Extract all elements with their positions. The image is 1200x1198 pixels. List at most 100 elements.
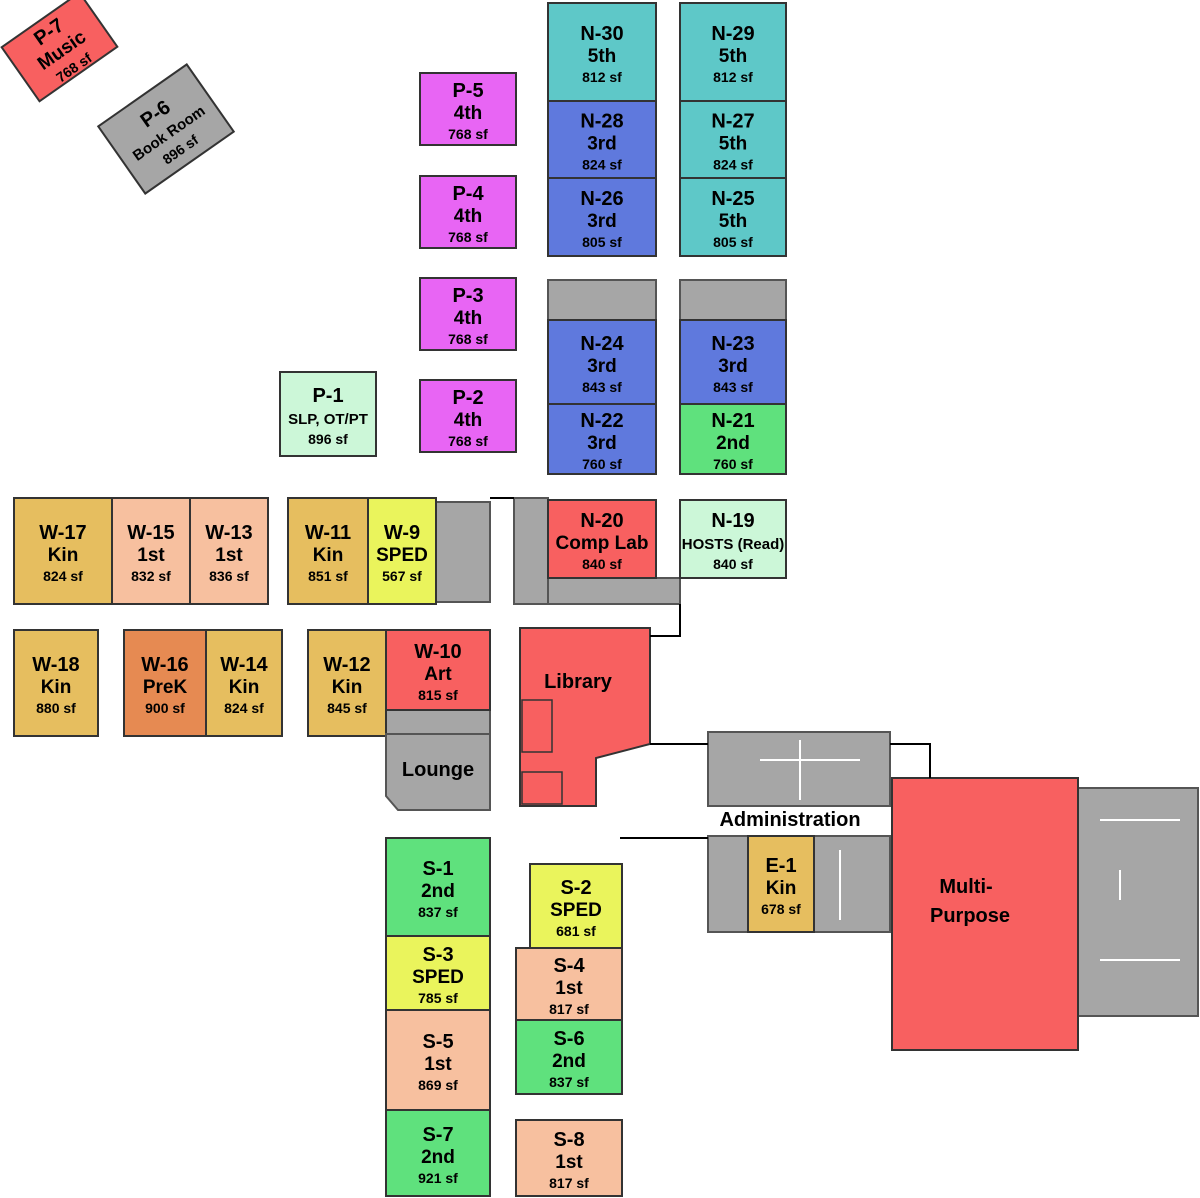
room-n19-sf: 840 sf	[713, 556, 753, 572]
room-w9-shape	[367, 497, 437, 605]
room-n20-sub: Comp Lab	[556, 533, 649, 554]
room-w10-shape	[385, 629, 491, 711]
room-n20-sf: 840 sf	[582, 556, 622, 572]
room-p3-sub: 4th	[454, 308, 483, 329]
room-p1-shape	[279, 371, 377, 457]
multipurpose-area[interactable]: Multi- Purpose	[891, 777, 1079, 1051]
room-p1-sub: SLP, OT/PT	[288, 411, 368, 428]
room-p1-name: P-1	[312, 385, 343, 407]
room-s1-shape	[385, 837, 491, 937]
room-n28-shape	[547, 100, 657, 179]
room-w18-sub: Kin	[41, 677, 72, 698]
room-w12-shape	[307, 629, 387, 737]
administration-area[interactable]: Administration	[719, 809, 860, 831]
room-w9-sub: SPED	[376, 545, 428, 566]
room-w12-sub: Kin	[332, 677, 363, 698]
library-area[interactable]: Library	[519, 627, 651, 807]
north-lower-storage	[547, 577, 681, 605]
east-service-wing	[1077, 787, 1199, 1017]
room-s3-sf: 785 sf	[418, 990, 458, 1006]
room-n26-name: N-26	[580, 188, 623, 210]
room-n24-sub: 3rd	[587, 356, 617, 377]
room-p4-name: P-4	[452, 183, 484, 205]
room-s1-name: S-1	[422, 858, 453, 880]
room-p4-sf: 768 sf	[448, 229, 488, 245]
room-w15-sub: 1st	[137, 545, 165, 566]
room-n23-sf: 843 sf	[713, 379, 753, 395]
room-s2-name: S-2	[560, 877, 591, 899]
room-p1-sf: 896 sf	[308, 431, 348, 447]
room-w13-name: W-13	[205, 522, 252, 544]
room-n28-name: N-28	[580, 111, 623, 133]
room-w12-name: W-12	[323, 654, 370, 676]
room-n27-sf: 824 sf	[713, 157, 753, 173]
room-n26-sf: 805 sf	[582, 234, 622, 250]
room-p5-sf: 768 sf	[448, 126, 488, 142]
room-s7-sub: 2nd	[421, 1147, 455, 1168]
room-n30-name: N-30	[580, 23, 623, 45]
administration-label: Administration	[719, 809, 860, 831]
room-n28-sf: 824 sf	[582, 157, 622, 173]
room-w10-sf: 815 sf	[418, 687, 458, 703]
room-w18-name: W-18	[32, 654, 79, 676]
lounge-shape	[385, 733, 491, 811]
lounge-area[interactable]: Lounge	[385, 733, 491, 811]
room-w14-sub: Kin	[229, 677, 260, 698]
room-w18-sf: 880 sf	[36, 700, 76, 716]
room-n30-shape	[547, 2, 657, 102]
room-n28-sub: 3rd	[587, 134, 617, 155]
room-n23-sub: 3rd	[718, 356, 748, 377]
room-w11-sub: Kin	[313, 545, 344, 566]
room-s1-sf: 837 sf	[418, 904, 458, 920]
room-n24-sf: 843 sf	[582, 379, 622, 395]
room-s6-name: S-6	[553, 1028, 584, 1050]
room-n24-shape	[547, 319, 657, 405]
room-n27-sub: 5th	[719, 134, 748, 155]
room-s4-sub: 1st	[555, 978, 583, 999]
room-n22-sub: 3rd	[587, 433, 617, 454]
room-n20-shape	[547, 499, 657, 579]
room-n21-sub: 2nd	[716, 433, 750, 454]
room-p2-sf: 768 sf	[448, 433, 488, 449]
room-w18-shape	[13, 629, 99, 737]
room-w9-sf: 567 sf	[382, 568, 422, 584]
